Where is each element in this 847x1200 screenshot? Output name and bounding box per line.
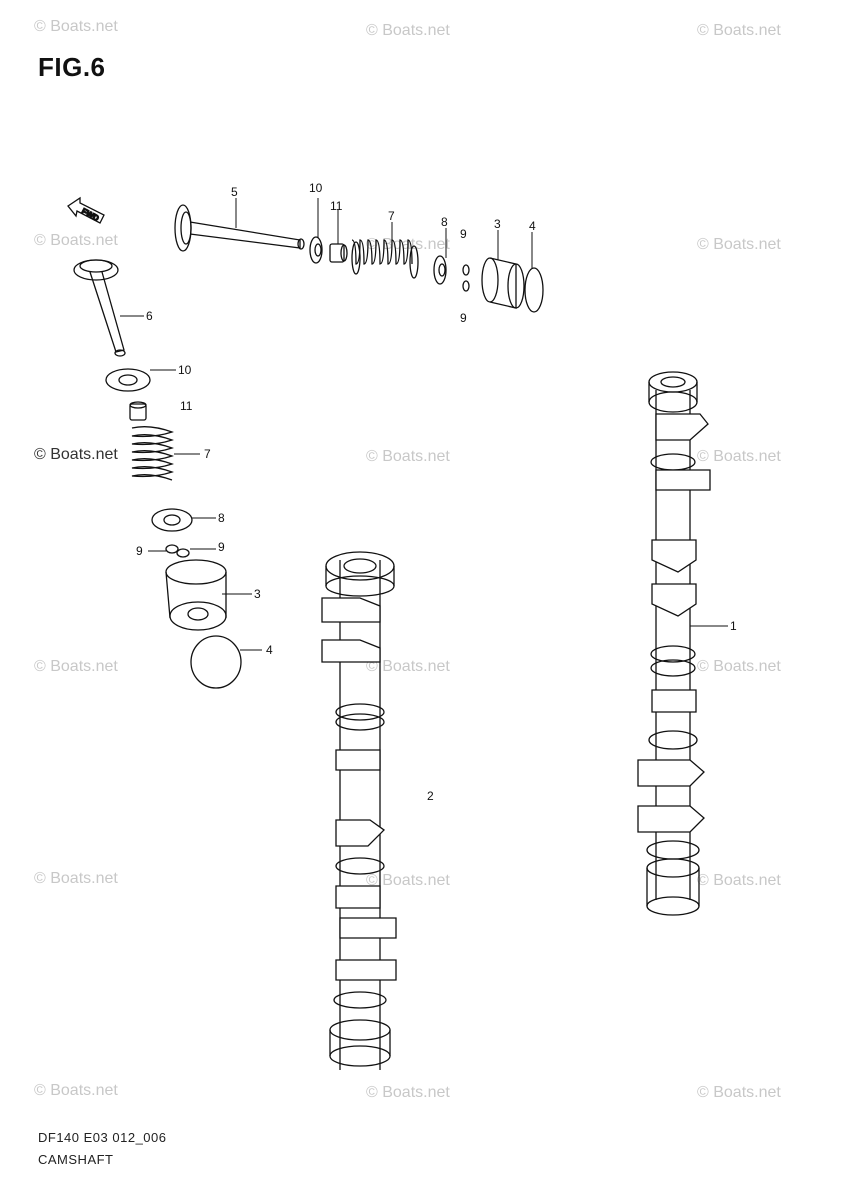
- callout-9: 9: [218, 540, 225, 554]
- callout-4: 4: [529, 219, 536, 233]
- callout-9: 9: [460, 227, 467, 241]
- watermark: © Boats.net: [366, 1084, 450, 1101]
- camshaft-1: [637, 371, 711, 916]
- callouts: 5 10 11 7 8 3 4 9 9 6 10 11 7 8 9 9 3 4 …: [136, 181, 737, 803]
- watermark: © Boats.net: [697, 658, 781, 675]
- watermark: © Boats.net: [697, 236, 781, 253]
- fwd-arrow: FWD: [67, 196, 105, 224]
- watermark: © Boats.net: [366, 658, 450, 675]
- watermark: © Boats.net: [697, 22, 781, 39]
- watermark: © Boats.net: [366, 872, 450, 889]
- figure-title: FIG.6: [38, 52, 106, 82]
- shim-vertical: [190, 635, 242, 689]
- valve-seal-vertical: [105, 368, 151, 392]
- callout-7: 7: [388, 209, 395, 223]
- callout-3: 3: [494, 217, 501, 231]
- callout-11: 11: [330, 199, 343, 213]
- callout-6: 6: [146, 309, 153, 323]
- watermark: © Boats.net: [697, 1084, 781, 1101]
- callout-2: 2: [427, 789, 434, 803]
- callout-8: 8: [441, 215, 448, 229]
- valve-seal-horizontal: [309, 236, 323, 264]
- cotters-horizontal: [462, 264, 470, 292]
- shim-horizontal: [524, 267, 544, 313]
- diagram-code: DF140 E03 012_006: [38, 1130, 167, 1145]
- callout-8: 8: [218, 511, 225, 525]
- camshaft-2: [321, 551, 397, 1070]
- tappet-horizontal: [481, 257, 525, 309]
- watermark: © Boats.net: [34, 658, 118, 675]
- tappet-vertical: [165, 559, 227, 631]
- callout-11: 11: [180, 399, 193, 413]
- callout-1: 1: [730, 619, 737, 633]
- watermark: © Boats.net: [697, 872, 781, 889]
- spring-seat-vertical: [129, 401, 147, 421]
- callout-7: 7: [204, 447, 211, 461]
- watermark: © Boats.net: [34, 1082, 118, 1099]
- callout-10: 10: [178, 363, 192, 377]
- callout-3: 3: [254, 587, 261, 601]
- cotters-vertical: [165, 544, 190, 558]
- callout-4: 4: [266, 643, 273, 657]
- callout-10: 10: [309, 181, 323, 195]
- valve-spring-vertical: [131, 426, 174, 481]
- valve-vertical: [73, 259, 126, 357]
- spring-seat-horizontal: [329, 243, 348, 263]
- retainer-vertical: [151, 508, 193, 532]
- callout-5: 5: [231, 185, 238, 199]
- watermark: © Boats.net: [34, 18, 118, 35]
- diagram-caption: CAMSHAFT: [38, 1152, 114, 1167]
- valve-horizontal: [174, 204, 305, 252]
- callout-9: 9: [460, 311, 467, 325]
- watermark: © Boats.net: [366, 448, 450, 465]
- retainer-horizontal: [433, 255, 447, 285]
- valve-spring-horizontal: [351, 239, 419, 279]
- watermark: © Boats.net: [366, 22, 450, 39]
- watermark: © Boats.net: [697, 448, 781, 465]
- watermark: © Boats.net: [34, 446, 118, 463]
- watermark: © Boats.net: [34, 870, 118, 887]
- callout-9: 9: [136, 544, 143, 558]
- watermark: © Boats.net: [34, 232, 118, 249]
- leader-lines: [120, 198, 728, 651]
